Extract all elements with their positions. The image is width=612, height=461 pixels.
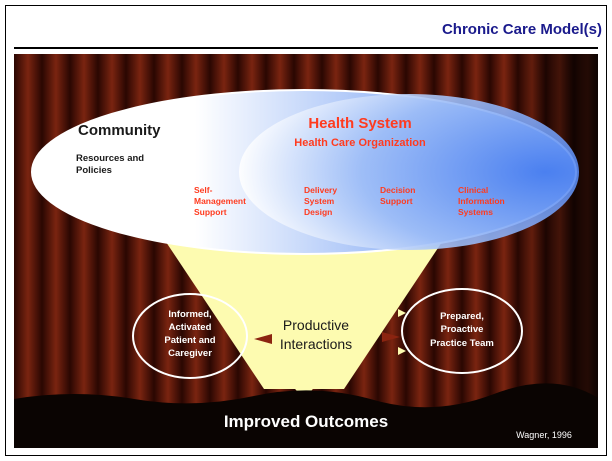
team-label: Prepared, Proactive Practice Team xyxy=(430,311,494,349)
health-system-subtitle: Health Care Organization xyxy=(294,137,426,149)
component-2-line1: Delivery xyxy=(304,185,337,195)
interactions-line1: Productive xyxy=(283,317,349,333)
health-system-ellipse xyxy=(239,94,579,250)
team-line2: Proactive xyxy=(441,324,484,335)
title-divider xyxy=(14,47,598,49)
ground-strip xyxy=(14,383,598,448)
health-system-title: Health System xyxy=(308,115,411,132)
component-1-line1: Self- xyxy=(194,185,213,195)
team-line1: Prepared, xyxy=(440,311,484,322)
diagram-canvas: Community Resources and Policies Health … xyxy=(14,54,598,448)
component-4-line1: Clinical xyxy=(458,185,488,195)
team-line3: Practice Team xyxy=(430,338,494,349)
chronic-care-model-diagram: Community Resources and Policies Health … xyxy=(14,54,598,448)
component-1-line3: Support xyxy=(194,207,227,217)
arrow-interaction-right xyxy=(382,332,400,342)
arrow-right-lower xyxy=(398,347,406,355)
community-title: Community xyxy=(78,122,161,139)
component-4-line2: Information xyxy=(458,196,505,206)
arrow-interaction-left xyxy=(254,334,272,344)
component-1-line2: Management xyxy=(194,196,246,206)
arrow-right-upper xyxy=(398,309,406,317)
community-subtitle-1: Resources and xyxy=(76,153,144,164)
funnel-point xyxy=(264,354,344,399)
citation: Wagner, 1996 xyxy=(516,430,572,440)
component-3-line2: Support xyxy=(380,196,413,206)
component-3-line1: Decision xyxy=(380,185,415,195)
interactions-line2: Interactions xyxy=(280,336,352,352)
patient-label: Informed, Activated Patient and Caregive… xyxy=(164,309,215,359)
community-subtitle-2: Policies xyxy=(76,165,112,176)
slide-title: Chronic Care Model(s) xyxy=(441,21,602,38)
patient-line4: Caregiver xyxy=(168,348,212,359)
funnel-beam xyxy=(164,239,444,389)
arrow-left-lower xyxy=(247,349,255,357)
component-2-line3: Design xyxy=(304,207,332,217)
improved-outcomes-label: Improved Outcomes xyxy=(224,412,388,431)
patient-line2: Activated xyxy=(169,322,212,333)
slide-frame xyxy=(5,5,607,456)
patient-line3: Patient and xyxy=(164,335,215,346)
patient-line1: Informed, xyxy=(168,309,211,320)
component-4-line3: Systems xyxy=(458,207,493,217)
patient-ellipse xyxy=(132,293,248,379)
components-group: Self- Management Support Delivery System… xyxy=(194,185,505,217)
component-2-line2: System xyxy=(304,196,335,206)
team-ellipse xyxy=(401,288,523,374)
arrow-left-upper xyxy=(247,309,255,317)
